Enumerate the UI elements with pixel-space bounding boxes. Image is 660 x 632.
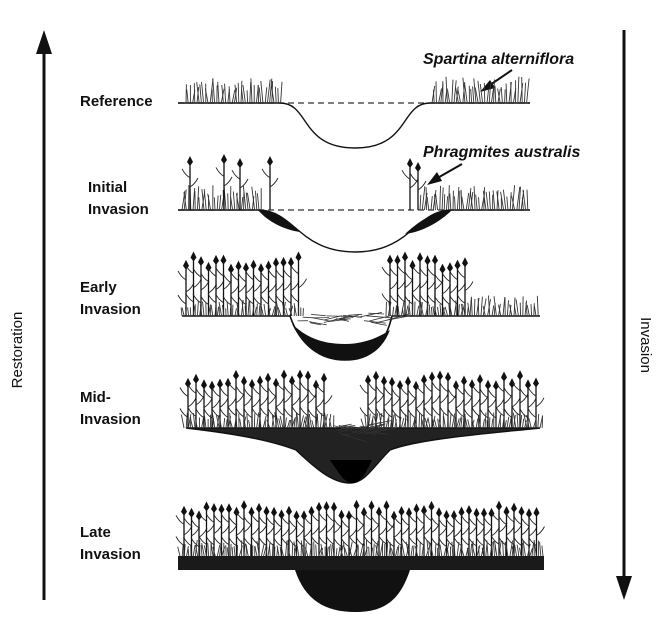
peat-fill-early [292,324,390,360]
invasion-arrow [616,30,632,600]
phragmites-stems-late [176,500,545,556]
spartina-label: Spartina alterniflora [423,51,574,68]
stage-label-initial-2: Invasion [88,201,149,218]
stage-label-reference: Reference [80,93,153,110]
phragmites-stems-mid [180,370,544,429]
stage-label-late-1: Late [80,524,111,541]
stage-initial-invasion [178,154,530,252]
phragmites-label: Phragmites australis [423,144,581,161]
stage-label-mid-1: Mid- [80,389,111,406]
mixed-grass-left [182,185,261,210]
peat-wedge-right [405,210,452,234]
peat-layer-late [178,556,544,570]
filled-channel-late [295,570,410,612]
stage-label-early-2: Invasion [80,301,141,318]
stage-reference [178,77,530,148]
phragmites-stems-early [178,252,473,317]
mixed-grass-right [420,185,528,210]
stage-label-mid-2: Invasion [80,411,141,428]
reed-litter-early [298,312,414,325]
stage-mid-invasion [180,370,544,484]
invasion-label: Invasion [637,317,654,373]
spartina-grass-left [186,78,282,103]
stage-label-late-2: Invasion [80,546,141,563]
peat-wedge-left [258,210,300,232]
restoration-arrow [36,30,52,600]
stage-label-initial-1: Initial [88,179,127,196]
phragmites-pointer [427,164,462,185]
stage-late-invasion [176,500,545,612]
restoration-label: Restoration [9,312,26,389]
stage-label-early-1: Early [80,279,117,296]
spartina-grass-early [470,296,538,317]
stage-early-invasion [178,252,540,361]
spartina-grass-right [432,77,529,103]
phragmites-stems-initial [182,154,426,210]
